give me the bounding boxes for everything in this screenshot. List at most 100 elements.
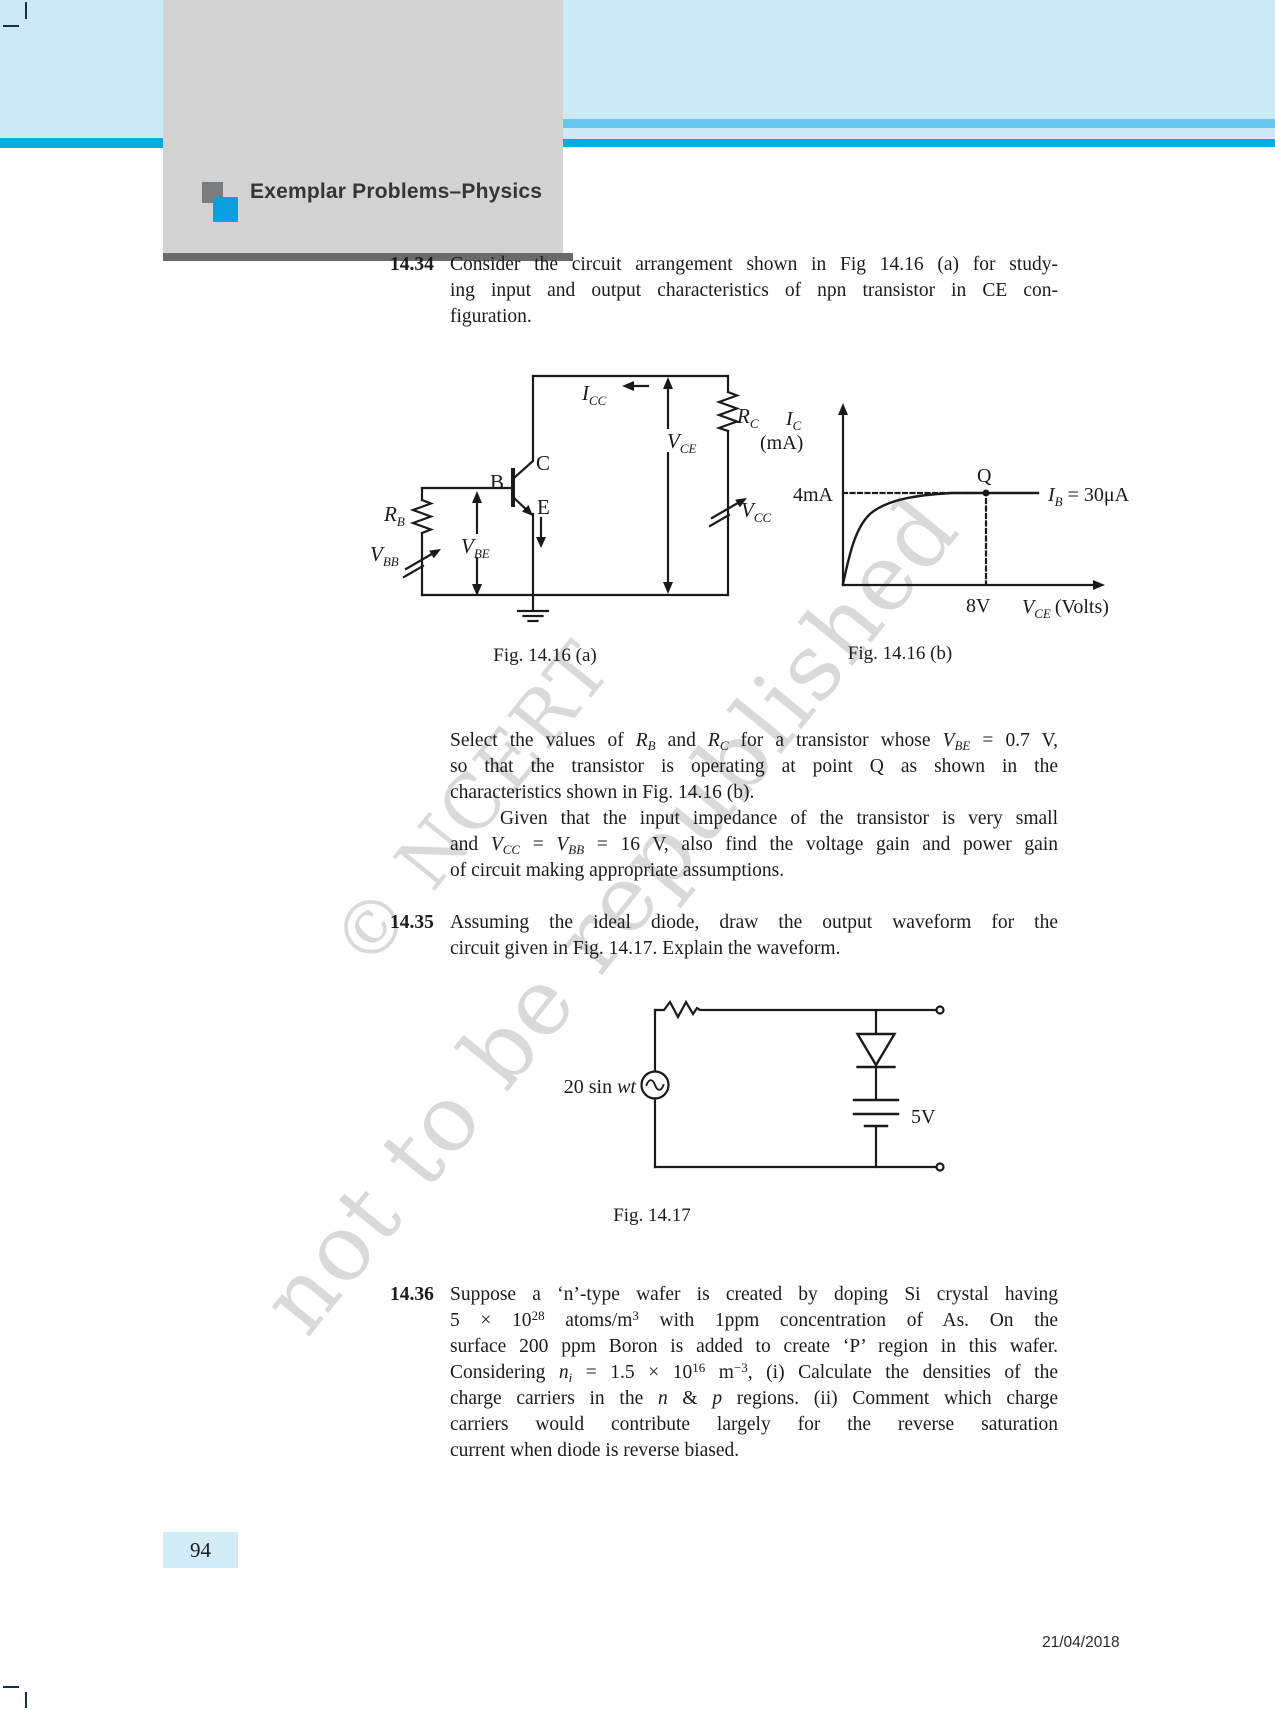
vce-arrowhead-down [663, 582, 673, 594]
right-cyan-bar [563, 139, 1275, 147]
text-line: Assuming the ideal diode, draw the outpu… [450, 910, 1058, 936]
text-run: carriers would contribute largely for th… [450, 1414, 1058, 1435]
text-line: Given that the input impedance of the tr… [450, 806, 1058, 832]
text-run: V [490, 834, 503, 855]
subscript: i [568, 1369, 573, 1385]
label-vbe: VBE [461, 534, 490, 561]
collector-wire [512, 374, 535, 480]
label-vcc: VCC [741, 498, 771, 525]
text-run: & [667, 1388, 713, 1409]
text-run: Given that the input impedance of the tr… [500, 808, 1058, 829]
ground-symbol [516, 593, 550, 623]
resistor-rc [715, 390, 741, 433]
subscript: BE [954, 737, 971, 753]
text-line: figuration. [450, 304, 1058, 330]
text-line: current when diode is reverse biased. [450, 1438, 1058, 1464]
text-run: figuration. [450, 306, 532, 327]
reg-mark-top-horizontal [3, 25, 19, 27]
text-run: Suppose a ‘n’-type wafer is created by d… [450, 1284, 1058, 1305]
text-line: and VCC = VBB = 16 V, also find the volt… [450, 832, 1058, 858]
vbe-arrowhead-up [472, 491, 482, 503]
text-line: 5 × 1028 atoms/m3 with 1ppm concentratio… [450, 1308, 1058, 1334]
vbe-label-bg [458, 534, 500, 557]
superscript: 28 [531, 1308, 545, 1324]
problem-14-35-text: Assuming the ideal diode, draw the outpu… [450, 910, 1058, 962]
text-line: so that the transistor is operating at p… [450, 754, 1058, 780]
reg-mark-bottom-vertical [25, 1692, 27, 1708]
subscript: B [647, 737, 656, 753]
text-run: with 1ppm concentration of As. On the [638, 1310, 1059, 1331]
text-run: Select the values of [450, 730, 636, 751]
label-base: B [490, 470, 504, 494]
text-line: of circuit making appropriate assumption… [450, 858, 1058, 884]
vcc-arrowhead [735, 498, 747, 508]
text-line: ing input and output characteristics of … [450, 278, 1058, 304]
text-run: Assuming the ideal diode, draw the outpu… [450, 912, 1058, 933]
label-rb: RB [383, 502, 405, 529]
problem-14-34-continued-text: Select the values of RB and RC for a tra… [450, 728, 1058, 884]
text-run: and [655, 730, 708, 751]
problem-14-36-text: Suppose a ‘n’-type wafer is created by d… [450, 1282, 1058, 1464]
text-run: current when diode is reverse biased. [450, 1440, 740, 1461]
y-axis-label: IC [785, 408, 802, 433]
vbb-arrowhead [429, 549, 441, 559]
icc-arrowhead [622, 381, 634, 391]
text-run: 5 × 10 [450, 1310, 532, 1331]
text-line: circuit given in Fig. 14.17. Explain the… [450, 936, 1058, 962]
text-line: Suppose a ‘n’-type wafer is created by d… [450, 1282, 1058, 1308]
emitter-current-arrowhead [536, 537, 546, 548]
label-rc: RC [736, 404, 759, 431]
logo-blue-square [213, 197, 238, 222]
text-run: surface 200 ppm Boron is added to create… [450, 1336, 1058, 1357]
header-dark-bar [163, 253, 573, 261]
superscript: −3 [733, 1360, 748, 1376]
left-blue-strip [0, 0, 163, 138]
resistor-rb [409, 498, 435, 535]
characteristic-curve [841, 491, 1040, 586]
right-medium-blue-bar [563, 119, 1275, 128]
caption-fig-14-17: Fig. 14.17 [613, 1205, 691, 1226]
text-run: V [942, 730, 955, 751]
text-run: m [705, 1362, 734, 1383]
right-blue-strip [563, 0, 1275, 119]
subscript: BB [568, 841, 585, 857]
text-run: ing input and output characteristics of … [450, 280, 1058, 301]
q-point-label: Q [977, 465, 992, 487]
figure-14-17: 20 sin wt 5V [564, 999, 945, 1172]
text-run: R [635, 730, 648, 751]
text-run: atoms/m [544, 1310, 633, 1331]
text-run: , (i) Calculate the densities of the [747, 1362, 1058, 1383]
text-run: of circuit making appropriate assumption… [450, 860, 785, 881]
battery-label: 5V [911, 1106, 936, 1128]
text-run: characteristics shown in Fig. 14.16 (b). [450, 782, 755, 803]
figure-14-16: RB VBB VBE B C E ICC VCE RC VCC IC (mA) … [370, 374, 1130, 623]
diode-triangle [855, 1032, 897, 1068]
superscript: 3 [632, 1308, 639, 1324]
text-line: Consider the circuit arrangement shown i… [450, 252, 1058, 278]
problem-14-34-text: Consider the circuit arrangement shown i… [450, 252, 1058, 330]
left-cyan-bar [0, 138, 163, 148]
text-line: charge carriers in the n & p regions. (i… [450, 1386, 1058, 1412]
label-emitter: E [537, 495, 550, 519]
caption-fig-14-16b: Fig. 14.16 (b) [847, 643, 953, 664]
ib-curve-label: IB= 30μA [1047, 484, 1130, 509]
label-vce: VCE [667, 429, 696, 456]
text-run: for a transistor whose [728, 730, 943, 751]
level-4ma-label: 4mA [793, 484, 834, 506]
label-collector: C [536, 451, 550, 475]
problem-number-14-35: 14.35 [390, 912, 434, 933]
print-date: 21/04/2018 [1042, 1634, 1120, 1651]
right-blue-strip-2 [563, 128, 1275, 139]
q-point [982, 489, 990, 497]
y-axis-arrowhead [838, 403, 848, 415]
x-axis-arrowhead [1093, 580, 1105, 590]
text-run: charge carriers in the [450, 1388, 658, 1409]
subscript: CC [502, 841, 521, 857]
x-8v-label: 8V [966, 595, 991, 617]
text-run: p [712, 1388, 723, 1409]
reg-mark-top-vertical [25, 2, 27, 19]
text-line: characteristics shown in Fig. 14.16 (b). [450, 780, 1058, 806]
text-run: circuit given in Fig. 14.17. Explain the… [450, 938, 841, 959]
text-run: n [558, 1362, 569, 1383]
header-title: Exemplar Problems–Physics [250, 180, 543, 203]
